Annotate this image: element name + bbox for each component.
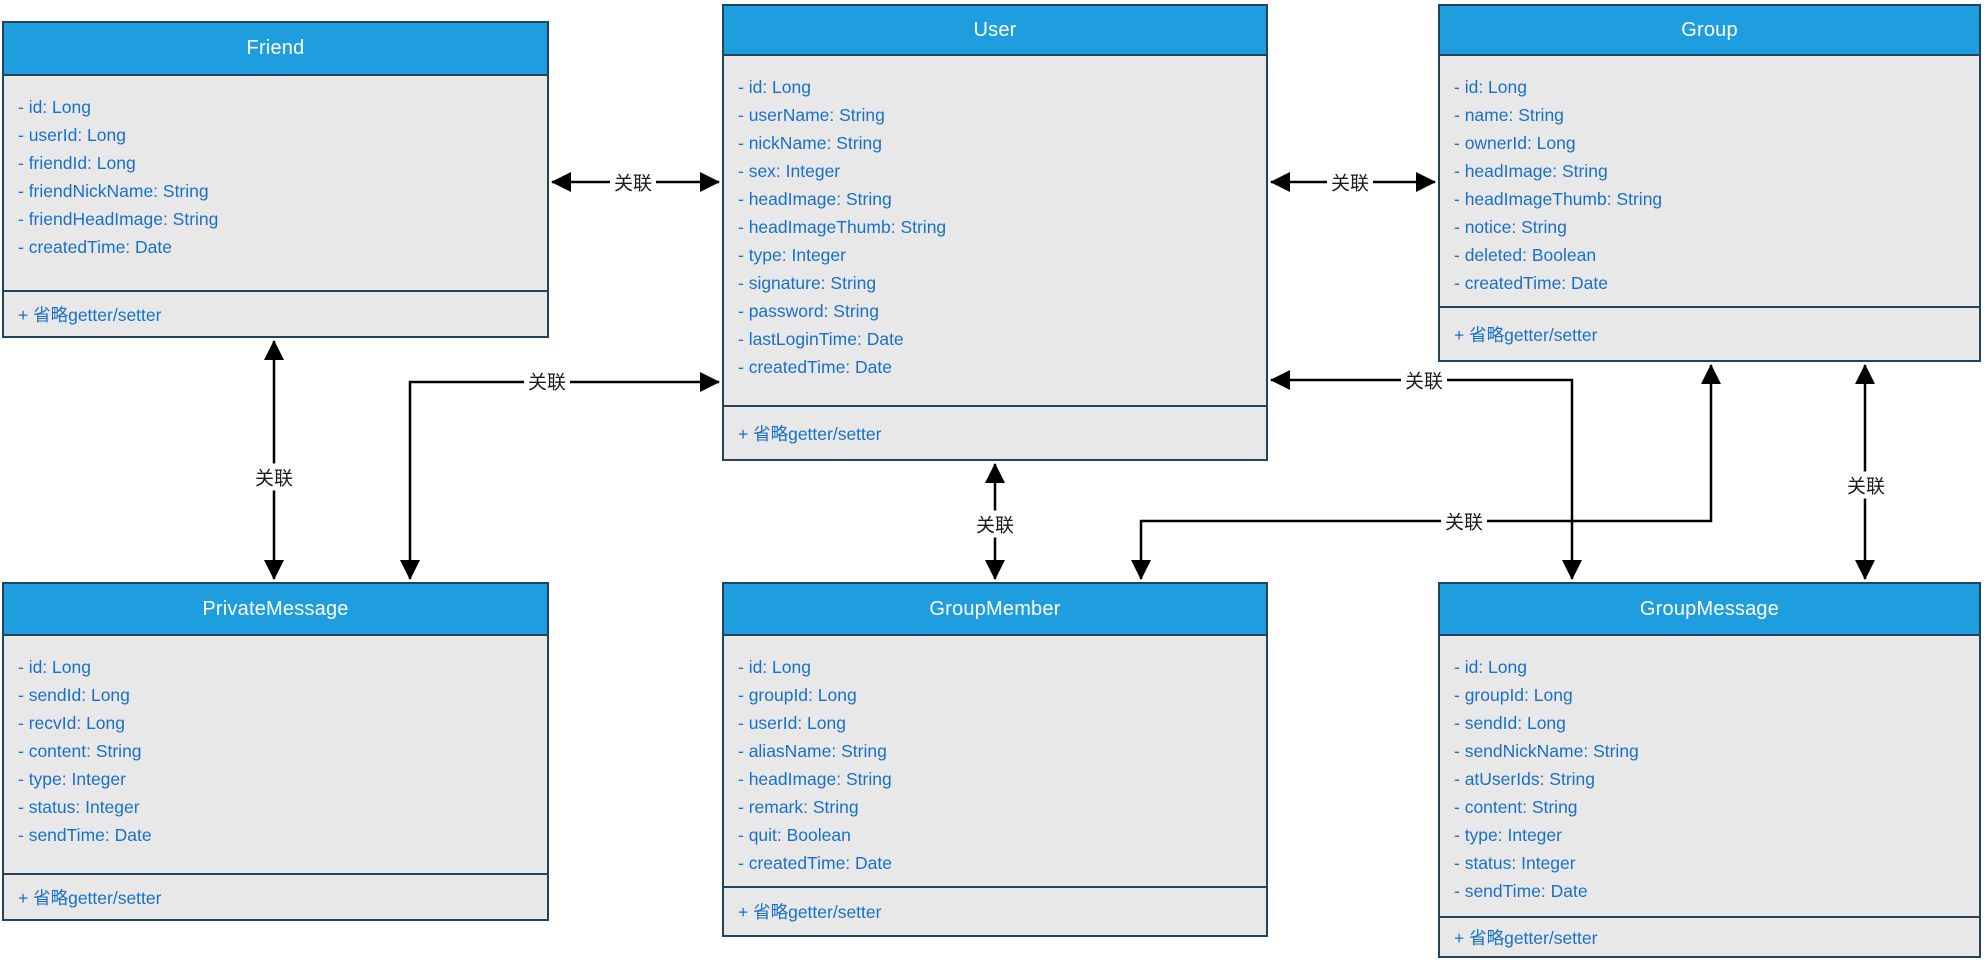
attribute-row: - createdTime: Date	[738, 853, 892, 873]
attribute-row: - groupId: Long	[738, 685, 857, 705]
attribute-row: - type: Integer	[1454, 825, 1562, 845]
attribute-row: - id: Long	[18, 657, 91, 677]
class-group-title: Group	[1440, 6, 1979, 56]
class-privatemessage-title: PrivateMessage	[4, 584, 547, 636]
class-friend-title: Friend	[4, 23, 547, 76]
class-privatemessage: PrivateMessage - id: Long- sendId: Long-…	[2, 582, 549, 921]
attribute-row: - id: Long	[18, 97, 91, 117]
attribute-row: - headImageThumb: String	[1454, 189, 1663, 209]
attribute-row: - userName: String	[738, 105, 885, 125]
class-friend-methods: + 省略getter/setter	[4, 290, 547, 336]
attribute-row: - quit: Boolean	[738, 825, 851, 845]
attribute-row: - sex: Integer	[738, 161, 841, 181]
attribute-row: - friendHeadImage: String	[18, 209, 219, 229]
attribute-row: - lastLoginTime: Date	[738, 329, 904, 349]
class-group-methods: + 省略getter/setter	[1440, 306, 1979, 360]
attribute-row: - id: Long	[1454, 77, 1527, 97]
association-label-groupmember-group: 关联	[1440, 507, 1488, 535]
attribute-row: - sendTime: Date	[18, 825, 152, 845]
attribute-row: - headImageThumb: String	[738, 217, 947, 237]
attribute-row: - status: Integer	[18, 797, 140, 817]
association-label-user-groupmessage: 关联	[1400, 366, 1448, 394]
association-label-user-group: 关联	[1326, 168, 1374, 196]
class-groupmessage: GroupMessage - id: Long- groupId: Long- …	[1438, 582, 1981, 958]
attribute-row: - createdTime: Date	[1454, 273, 1608, 293]
attribute-row: - name: String	[1454, 105, 1564, 125]
attribute-row: - userId: Long	[18, 125, 126, 145]
attribute-row: - content: String	[1454, 797, 1578, 817]
attribute-row: - type: Integer	[738, 245, 846, 265]
attribute-row: - sendId: Long	[18, 685, 130, 705]
attribute-row: - password: String	[738, 301, 880, 321]
class-friend-attributes: - id: Long - userId: Long - friendId: Long…	[4, 76, 547, 290]
attribute-row: - deleted: Boolean	[1454, 245, 1597, 265]
class-groupmember-title: GroupMember	[724, 584, 1266, 636]
attribute-row: - nickName: String	[738, 133, 882, 153]
class-groupmember-attributes: - id: Long - groupId: Long - userId: Long -…	[724, 636, 1266, 886]
attribute-row: - sendTime: Date	[1454, 881, 1588, 901]
attribute-row: - headImage: String	[1454, 161, 1608, 181]
class-groupmember-methods: + 省略getter/setter	[724, 886, 1266, 935]
attribute-row: - friendNickName: String	[18, 181, 209, 201]
class-group: Group - id: Long - name: String - ownerId:…	[1438, 4, 1981, 362]
attribute-row: - createdTime: Date	[18, 237, 172, 257]
class-groupmember: GroupMember - id: Long - groupId: Long - u…	[722, 582, 1268, 937]
class-user: User - id: Long - userName: String - nickN…	[722, 4, 1268, 461]
class-friend: Friend - id: Long - userId: Long - friendI…	[2, 21, 549, 338]
attribute-row: - createdTime: Date	[738, 357, 892, 377]
attribute-row: - id: Long	[738, 77, 811, 97]
attribute-row: - headImage: String	[738, 189, 892, 209]
class-user-attributes: - id: Long - userName: String - nickName: …	[724, 56, 1266, 405]
attribute-row: - atUserIds: String	[1454, 769, 1596, 789]
association-label-user-groupmember: 关联	[971, 510, 1019, 538]
association-label-privatemessage-user: 关联	[523, 367, 571, 395]
attribute-row: - sendNickName: String	[1454, 741, 1639, 761]
attribute-row: - ownerId: Long	[1454, 133, 1576, 153]
association-label-group-groupmessage: 关联	[1842, 471, 1890, 499]
class-groupmessage-title: GroupMessage	[1440, 584, 1979, 636]
association-line-privatemessage-user	[400, 372, 720, 580]
class-privatemessage-methods: + 省略getter/setter	[4, 873, 547, 919]
attribute-row: - friendId: Long	[18, 153, 136, 173]
attribute-row: - id: Long	[1454, 657, 1527, 677]
attribute-row: - signature: String	[738, 273, 877, 293]
attribute-row: - content: String	[18, 741, 142, 761]
attribute-row: - sendId: Long	[1454, 713, 1566, 733]
attribute-row: - userId: Long	[738, 713, 846, 733]
attribute-row: - aliasName: String	[738, 741, 887, 761]
association-label-friend-privatemessage: 关联	[250, 463, 298, 491]
class-user-methods: + 省略getter/setter	[724, 405, 1266, 459]
attribute-row: - notice: String	[1454, 217, 1567, 237]
attribute-row: - id: Long	[738, 657, 811, 677]
class-group-attributes: - id: Long - name: String - ownerId: Long -…	[1440, 56, 1979, 306]
class-privatemessage-attributes: - id: Long - sendId: Long - recvId: Long - …	[4, 636, 547, 873]
attribute-row: - recvId: Long	[18, 713, 125, 733]
association-label-friend-user: 关联	[609, 168, 657, 196]
attribute-row: - remark: String	[738, 797, 859, 817]
attribute-row: - type: Integer	[18, 769, 126, 789]
attribute-row: - headImage: String	[738, 769, 892, 789]
attribute-row: - groupId: Long	[1454, 685, 1573, 705]
class-user-title: User	[724, 6, 1266, 56]
association-line-user-groupmessage	[1270, 370, 1582, 580]
class-groupmessage-methods: + 省略getter/setter	[1440, 916, 1979, 956]
attribute-row: - status: Integer	[1454, 853, 1576, 873]
class-groupmessage-attributes: - id: Long - groupId: Long - sendId: Long -…	[1440, 636, 1979, 916]
